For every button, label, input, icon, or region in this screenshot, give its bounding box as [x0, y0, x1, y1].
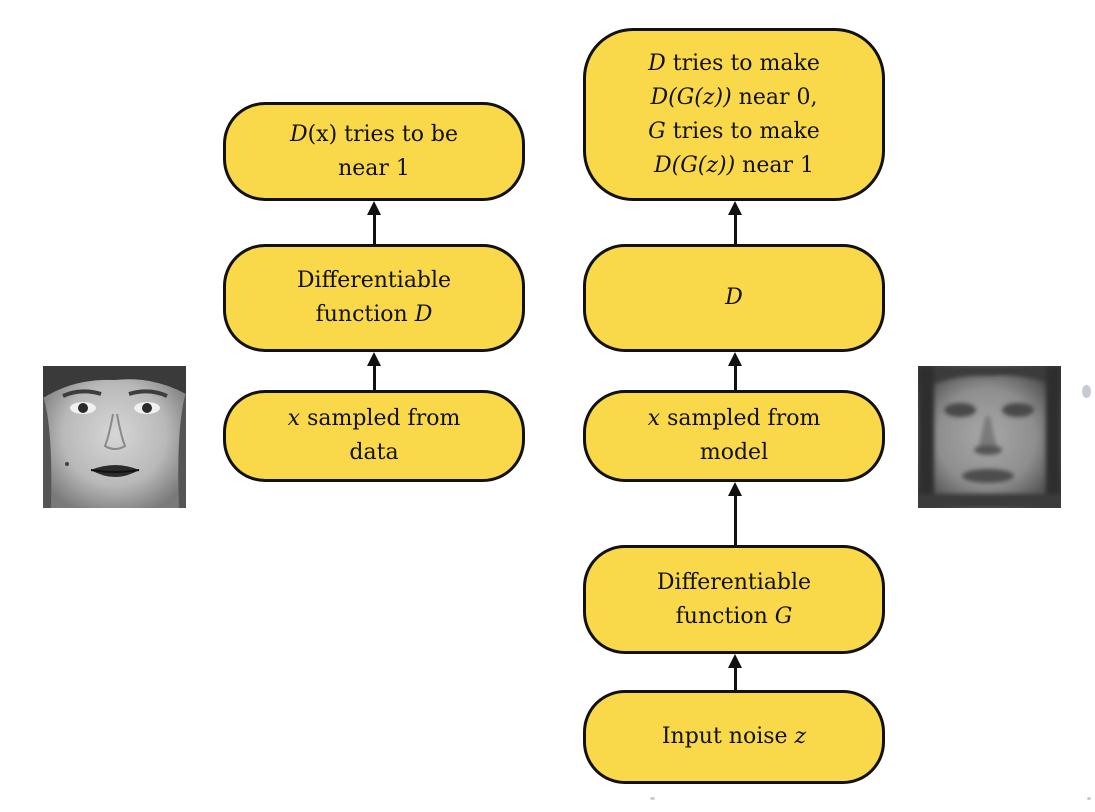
var-dgz: D(G(z)) — [650, 84, 732, 110]
node-text: near 0, — [731, 84, 818, 110]
generated-face-drawing — [918, 366, 1061, 508]
discriminator-real-output-node: D(x) tries to be near 1 — [223, 102, 525, 201]
node-text: Input noise — [661, 724, 795, 749]
node-text: tries to make — [665, 50, 820, 76]
var-dgz: D(G(z)) — [654, 152, 736, 178]
var-x: x — [647, 406, 661, 431]
node-text: tries to make — [665, 118, 820, 144]
var-g: G — [774, 603, 793, 629]
node-text: near 1 — [338, 155, 410, 181]
decorative-dot — [1082, 385, 1091, 398]
var-z: z — [794, 724, 807, 749]
discriminator-function-node-left: Differentiable function D — [223, 244, 525, 352]
node-text: Differentiable — [296, 268, 452, 293]
node-text: (x) tries to be — [307, 121, 459, 147]
discriminator-node-right: D — [583, 244, 885, 352]
var-g: G — [648, 118, 666, 144]
model-sample-node: x sampled from model — [583, 390, 885, 482]
var-d: D — [414, 302, 433, 327]
real-face-drawing — [43, 366, 186, 508]
real-data-sample-node: x sampled from data — [223, 390, 525, 482]
node-text: near 1 — [735, 152, 814, 178]
var-d: D — [725, 285, 743, 310]
generated-face-photo — [918, 366, 1061, 508]
decorative-dot-small-right — [1087, 797, 1091, 800]
decorative-dot-small — [650, 797, 655, 800]
var-x: x — [287, 406, 301, 431]
real-face-photo — [43, 366, 186, 508]
node-text: sampled from — [660, 406, 821, 431]
node-text: data — [349, 440, 399, 465]
node-text: function — [675, 603, 775, 629]
var-d: D — [648, 50, 666, 76]
node-text: model — [699, 440, 769, 465]
generator-function-node: Differentiable function G — [583, 545, 885, 654]
node-text: Differentiable — [656, 569, 812, 595]
node-text: sampled from — [300, 406, 461, 431]
var-d: D — [289, 121, 308, 147]
node-text: function — [315, 302, 415, 327]
input-noise-node: Input noise z — [583, 690, 885, 784]
minimax-objective-node: D tries to make D(G(z)) near 0, G tries … — [583, 28, 885, 201]
